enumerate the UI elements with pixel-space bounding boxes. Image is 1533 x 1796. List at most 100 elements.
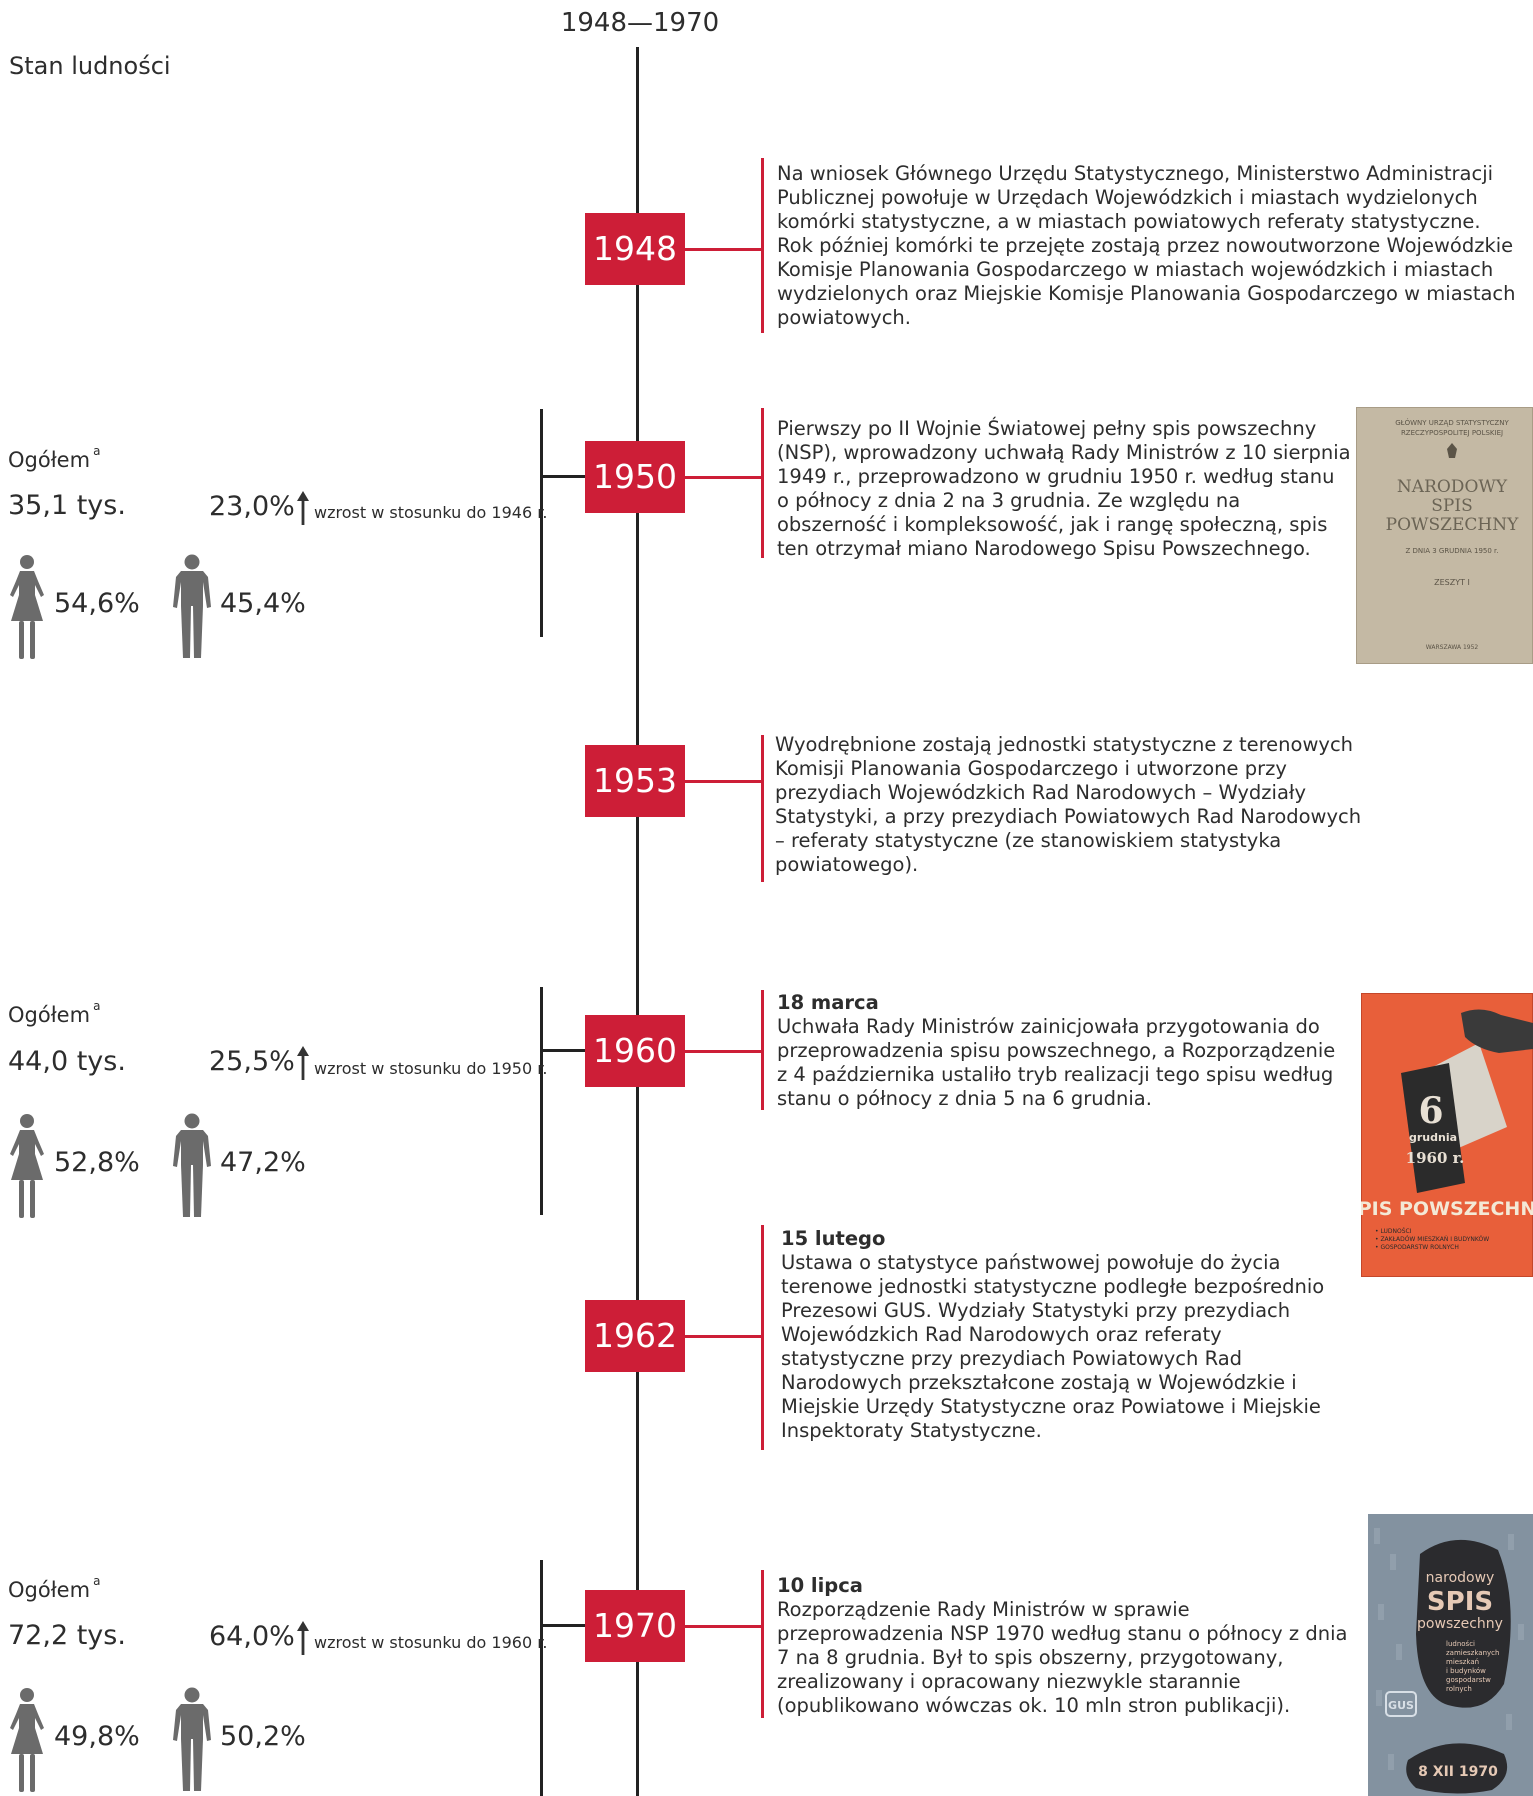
footnote-marker: a	[93, 999, 101, 1013]
poster-line-1: • LUDNOŚCI	[1375, 1228, 1412, 1235]
event-description: Uchwała Rady Ministrów zainicjowała przy…	[777, 1015, 1336, 1110]
male-share: 50,2%	[220, 1721, 306, 1752]
year-badge-1953: 1953	[585, 745, 685, 817]
footnote-marker: a	[93, 1574, 101, 1588]
period-title: 1948—1970	[560, 8, 720, 38]
footnote-marker: a	[93, 444, 101, 458]
event-bar	[761, 1570, 764, 1718]
man-icon	[170, 1686, 214, 1794]
cover-title-1: NARODOWY	[1397, 477, 1508, 497]
poster-line-4: i budynków	[1446, 1667, 1486, 1675]
growth-note: wzrost w stosunku do 1960 r.	[314, 1633, 548, 1652]
event-text-1962: 15 lutego Ustawa o statystyce państwowej…	[781, 1227, 1351, 1443]
woman-icon	[5, 1686, 49, 1794]
poster-line-3: • GOSPODARSTW ROLNYCH	[1375, 1244, 1459, 1251]
poster-line-6: rolnych	[1446, 1685, 1472, 1693]
man-icon	[170, 1112, 214, 1220]
female-share: 49,8%	[54, 1721, 140, 1752]
connector-line	[685, 476, 764, 479]
year-badge-1970: 1970	[585, 1590, 685, 1662]
connector-line	[685, 1335, 764, 1338]
event-description: Ustawa o statystyce państwowej powołuje …	[781, 1251, 1325, 1442]
poster-line-2: zamieszkanych	[1446, 1649, 1499, 1657]
event-bar	[761, 990, 764, 1110]
cover-volume: ZESZYT I	[1434, 578, 1470, 587]
event-description: Rozporządzenie Rady Ministrów w sprawie …	[777, 1598, 1348, 1717]
arrow-up-icon	[297, 1621, 309, 1655]
growth-note: wzrost w stosunku do 1946 r.	[314, 503, 548, 522]
woman-icon	[5, 1112, 49, 1220]
male-share: 45,4%	[220, 588, 306, 619]
gus-logo-icon	[1385, 1691, 1417, 1717]
poster-line-3: mieszkań	[1446, 1658, 1479, 1666]
poster-logo: GUS	[1388, 1699, 1414, 1712]
population-bracket	[540, 409, 543, 637]
event-text-1970: 10 lipca Rozporządzenie Rady Ministrów w…	[777, 1574, 1352, 1718]
cover-header-1: GŁÓWNY URZĄD STATYSTYCZNY	[1395, 418, 1509, 427]
population-total: 44,0 tys.	[8, 1046, 126, 1077]
female-share: 52,8%	[54, 1147, 140, 1178]
poster-year: 1960 r.	[1406, 1149, 1465, 1167]
female-share: 54,6%	[54, 588, 140, 619]
poster-day: 6	[1418, 1090, 1443, 1132]
connector-line	[685, 780, 764, 783]
event-date: 15 lutego	[781, 1227, 886, 1250]
cover-header-2: RZECZYPOSPOLITEJ POLSKIEJ	[1401, 429, 1503, 437]
event-date: 18 marca	[777, 991, 879, 1014]
event-date: 10 lipca	[777, 1574, 863, 1597]
arrow-up-icon	[297, 491, 309, 525]
population-growth: 25,5%	[209, 1046, 295, 1077]
poster-1970-art: narodowy SPIS powszechny ludności zamies…	[1368, 1514, 1533, 1796]
event-text-1960: 18 marca Uchwała Rady Ministrów zainicjo…	[777, 991, 1342, 1111]
poster-1970-image: narodowy SPIS powszechny ludności zamies…	[1368, 1514, 1533, 1796]
connector-line	[685, 248, 764, 251]
population-bracket	[540, 1560, 543, 1796]
poster-line-5: gospodarstw	[1446, 1676, 1491, 1684]
poster-title-1: narodowy	[1426, 1570, 1495, 1586]
male-share: 47,2%	[220, 1147, 306, 1178]
year-badge-1948: 1948	[585, 213, 685, 285]
hand-icon	[1461, 1009, 1533, 1053]
section-title: Stan ludności	[9, 52, 171, 80]
population-growth: 64,0%	[209, 1621, 295, 1652]
cover-subtitle: Z DNIA 3 GRUDNIA 1950 r.	[1405, 547, 1498, 555]
poster-1960-image: 6 grudnia 1960 r. SPIS POWSZECHNY • LUDN…	[1361, 993, 1533, 1277]
population-growth: 23,0%	[209, 491, 295, 522]
poster-line-1: ludności	[1446, 1640, 1475, 1648]
event-text-1948: Na wniosek Głównego Urzędu Statystyczneg…	[777, 162, 1516, 329]
poster-month: grudnia	[1409, 1131, 1457, 1144]
event-text-1950: Pierwszy po II Wojnie Światowej pełny sp…	[777, 417, 1351, 560]
event-bar	[761, 158, 764, 333]
event-bar	[761, 735, 764, 882]
connector-line	[685, 1625, 764, 1628]
event-bar	[761, 408, 764, 558]
poster-title-3: powszechny	[1417, 1616, 1503, 1632]
nsp-1950-cover-art: GŁÓWNY URZĄD STATYSTYCZNY RZECZYPOSPOLIT…	[1356, 407, 1533, 664]
connector-line	[685, 1050, 764, 1053]
nsp-1950-cover-image: GŁÓWNY URZĄD STATYSTYCZNY RZECZYPOSPOLIT…	[1356, 407, 1533, 664]
woman-icon	[5, 553, 49, 661]
population-bracket	[540, 987, 543, 1215]
cover-place: WARSZAWA 1952	[1426, 644, 1479, 651]
poster-line-2: • ZAKŁADÓW MIESZKAŃ I BUDYNKÓW	[1375, 1236, 1489, 1243]
event-text-1953: Wyodrębnione zostają jednostki statystyc…	[775, 733, 1362, 876]
cover-title-2: SPIS	[1431, 496, 1472, 516]
year-badge-1960: 1960	[585, 1015, 685, 1087]
year-badge-1950: 1950	[585, 441, 685, 513]
poster-title: SPIS POWSZECHNY	[1361, 1198, 1533, 1220]
poster-date: 8 XII 1970	[1418, 1764, 1498, 1780]
growth-note: wzrost w stosunku do 1950 r.	[314, 1059, 548, 1078]
eagle-emblem-icon	[1447, 443, 1457, 458]
population-total: 35,1 tys.	[8, 490, 126, 521]
man-icon	[170, 553, 214, 661]
event-bar	[761, 1225, 764, 1450]
arrow-up-icon	[297, 1046, 309, 1080]
year-badge-1962: 1962	[585, 1300, 685, 1372]
poster-1960-art: 6 grudnia 1960 r. SPIS POWSZECHNY • LUDN…	[1361, 993, 1533, 1277]
cover-title-3: POWSZECHNY	[1386, 515, 1519, 535]
poster-title-2: SPIS	[1427, 1587, 1493, 1617]
population-total: 72,2 tys.	[8, 1620, 126, 1651]
